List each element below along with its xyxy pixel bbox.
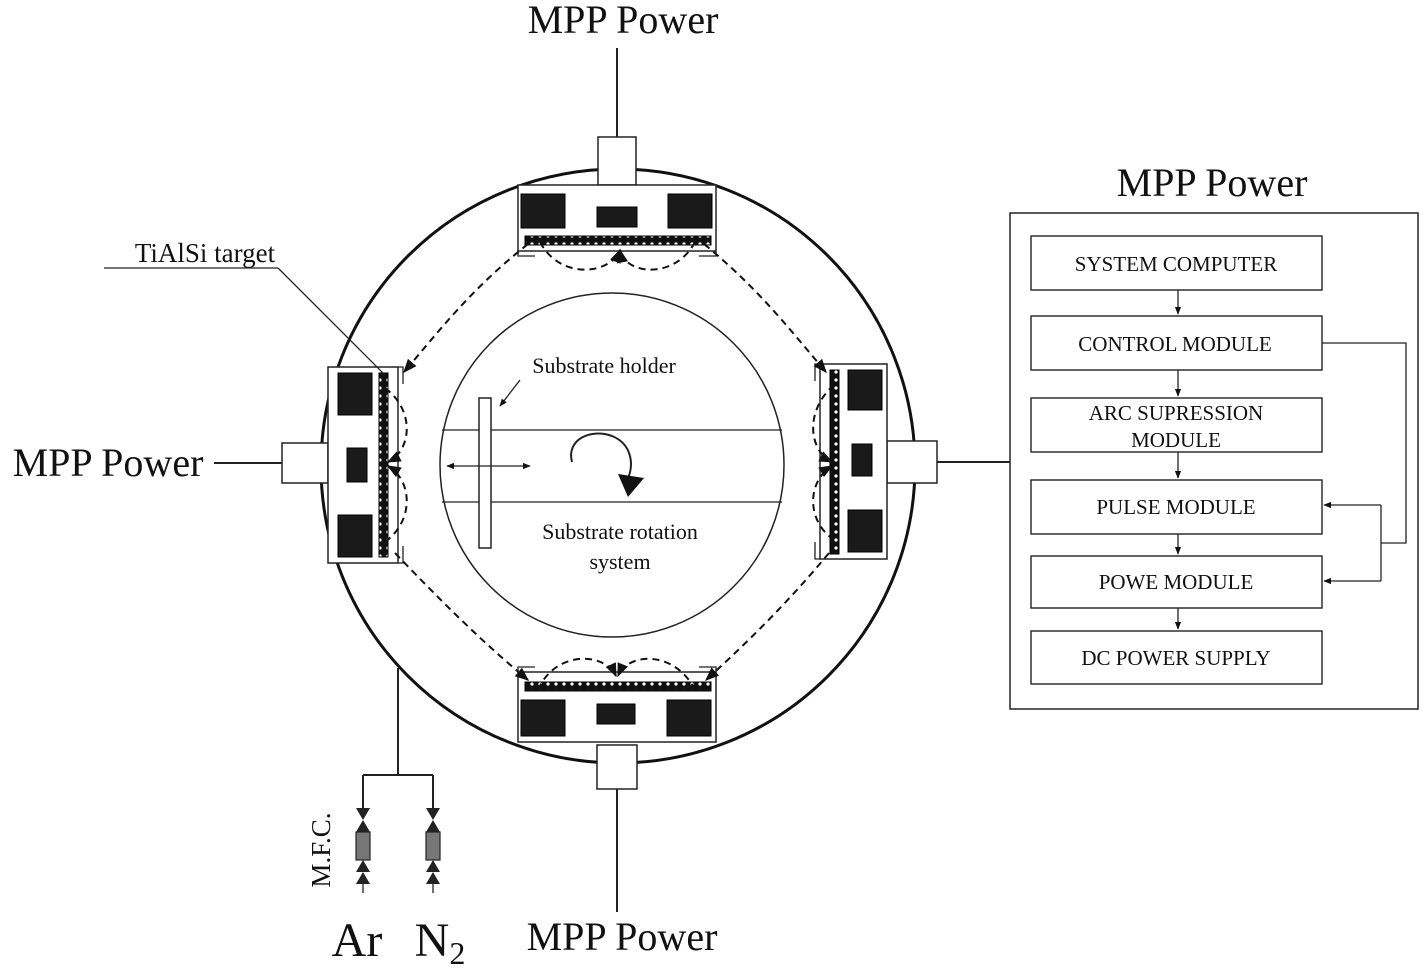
module-arc-suppression-label-1: ARC SUPRESSION [1089, 401, 1263, 425]
module-power-label: POWE MODULE [1099, 570, 1254, 594]
substrate-holder [446, 379, 531, 549]
module-pulse-label: PULSE MODULE [1096, 495, 1255, 519]
magnetic-field-lines [384, 241, 835, 691]
module-pulse: PULSE MODULE [1030, 479, 1323, 535]
gas-n2-label: N2 [415, 914, 466, 971]
bottom-power-label: MPP Power [527, 914, 718, 959]
substrate-holder-label: Substrate holder [532, 353, 676, 378]
target-label: TiAlSi target [135, 238, 276, 268]
module-control: CONTROL MODULE [1030, 315, 1323, 371]
module-flow-arrows [1174, 290, 1407, 630]
mfc-label: M.F.C. [306, 812, 336, 887]
rotation-label-line1: Substrate rotation [542, 519, 698, 544]
mfc-valve-n2 [425, 808, 441, 893]
magnetron-top [517, 48, 717, 257]
gas-ar-label: Ar [332, 914, 383, 967]
substrate-rotation-system [442, 429, 782, 503]
module-power: POWE MODULE [1030, 555, 1323, 609]
module-system-computer-label: SYSTEM COMPUTER [1075, 252, 1277, 276]
module-system-computer: SYSTEM COMPUTER [1030, 235, 1323, 291]
magnetron-bottom [517, 666, 717, 912]
module-arc-suppression-label-2: MODULE [1131, 428, 1221, 452]
magnetron-right [814, 363, 1010, 560]
module-arc-suppression: ARC SUPRESSION MODULE [1030, 397, 1323, 453]
left-power-label: MPP Power [13, 440, 204, 485]
module-control-label: CONTROL MODULE [1078, 332, 1271, 356]
target-callout: TiAlSi target [104, 238, 386, 376]
rotation-label-line2: system [589, 549, 650, 574]
module-dc-supply: DC POWER SUPPLY [1030, 630, 1323, 685]
panel-title: MPP Power [1117, 160, 1308, 205]
substrate-area [439, 292, 785, 638]
magnetron-left [214, 366, 404, 564]
module-dc-supply-label: DC POWER SUPPLY [1081, 646, 1270, 670]
mfc-valve-ar [355, 808, 371, 893]
gas-inlet [362, 668, 434, 808]
top-power-label: MPP Power [528, 0, 719, 42]
power-supply-panel [1009, 212, 1419, 710]
